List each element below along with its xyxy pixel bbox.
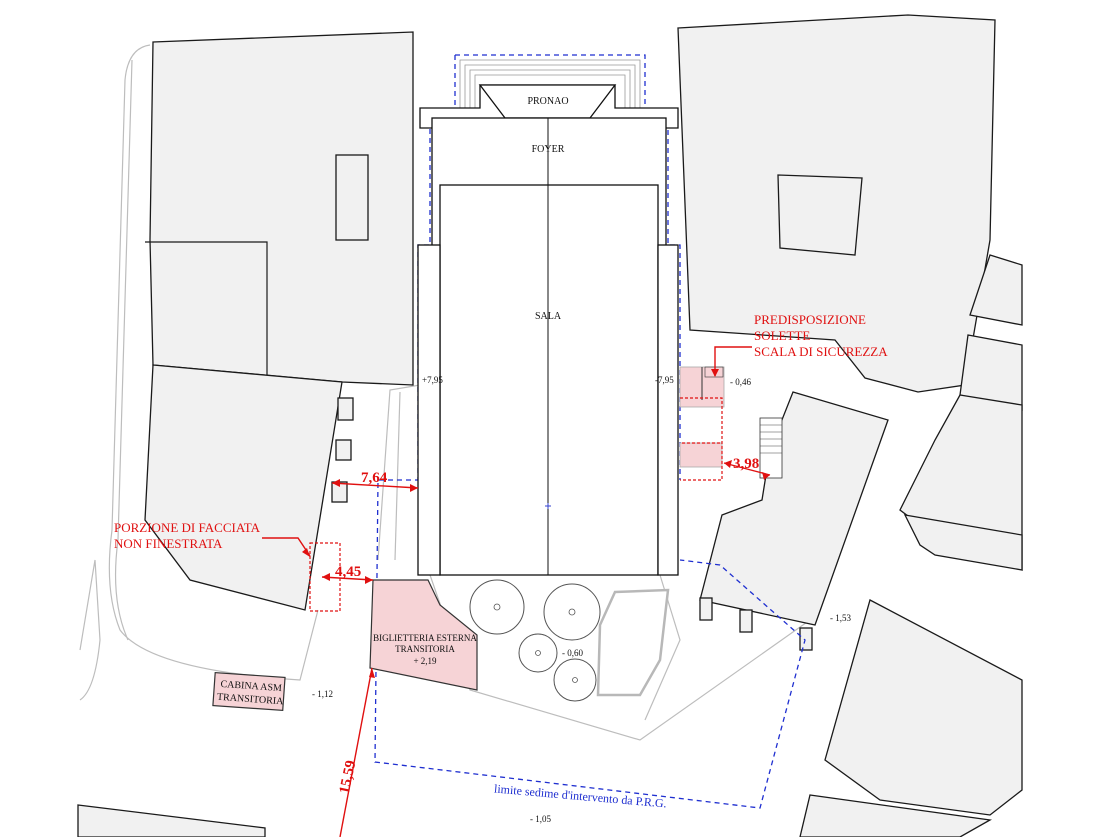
room-label-foyer: FOYER bbox=[532, 144, 565, 155]
cabina-label-2: TRANSITORIA bbox=[217, 692, 285, 708]
biglietteria-label-1: BIGLIETTERIA ESTERNA bbox=[373, 633, 477, 643]
note-porzione-2: NON FINESTRATA bbox=[114, 536, 223, 551]
pronao-steps bbox=[459, 59, 641, 110]
dimension-7-64: 7,64 bbox=[361, 470, 388, 486]
note-predisposizione-2: SOLETTE bbox=[754, 328, 810, 343]
sala bbox=[439, 184, 659, 576]
note-predisposizione-1: PREDISPOSIZIONE bbox=[754, 312, 866, 327]
building-southeast-lower bbox=[799, 794, 992, 837]
building-northeast-courtyard bbox=[777, 174, 863, 256]
piazza-circles bbox=[469, 579, 670, 702]
elevation-1-12: - 1,12 bbox=[312, 689, 333, 699]
building-south-left bbox=[77, 804, 266, 837]
dimension-3-98: 3,98 bbox=[733, 456, 759, 472]
surrounding-buildings bbox=[77, 14, 1023, 837]
wall-left bbox=[417, 244, 441, 576]
building-northwest bbox=[149, 31, 414, 386]
biglietteria-label-2: TRANSITORIA bbox=[395, 644, 455, 654]
theatre: PRONAO FOYER SALA bbox=[417, 84, 679, 576]
limite-sedime-label: limite sedime d'intervento da P.R.G. bbox=[493, 781, 667, 810]
elevation-right-wall: -7,95 bbox=[655, 375, 674, 385]
building-east-block bbox=[903, 514, 1023, 571]
theatre-boundary bbox=[374, 54, 806, 809]
building-southeast bbox=[824, 599, 1023, 816]
elevation-0-60: - 0,60 bbox=[562, 648, 583, 658]
elevation-1-53: - 1,53 bbox=[830, 613, 851, 623]
limite-sedime-line bbox=[374, 479, 806, 809]
biglietteria-label-3: + 2,19 bbox=[413, 656, 437, 666]
dimension-4-45: 4,45 bbox=[335, 564, 361, 580]
building-west bbox=[144, 364, 343, 611]
dimension-lines bbox=[262, 346, 771, 837]
biglietteria bbox=[369, 579, 478, 691]
red-dashed-markers bbox=[309, 397, 723, 612]
building-northwest-courtyard bbox=[335, 154, 369, 241]
cabina-label-1: CABINA ASM bbox=[220, 679, 282, 694]
building-east-top bbox=[969, 254, 1023, 326]
wall-right bbox=[657, 244, 679, 576]
building-east-stair bbox=[699, 391, 889, 626]
elevation-0-46: - 0,46 bbox=[730, 377, 751, 387]
note-porzione-1: PORZIONE DI FACCIATA bbox=[114, 520, 261, 535]
note-predisposizione-3: SCALA DI SICUREZZA bbox=[754, 344, 888, 359]
cabina-asm bbox=[212, 671, 286, 712]
elevation-1-05: - 1,05 bbox=[530, 814, 551, 824]
room-label-sala: SALA bbox=[535, 311, 562, 322]
pink-areas bbox=[212, 366, 725, 712]
room-label-pronao: PRONAO bbox=[527, 96, 568, 107]
dimension-15-59: 15,59 bbox=[337, 759, 360, 795]
elevation-left-wall: +7,95 bbox=[422, 375, 443, 385]
